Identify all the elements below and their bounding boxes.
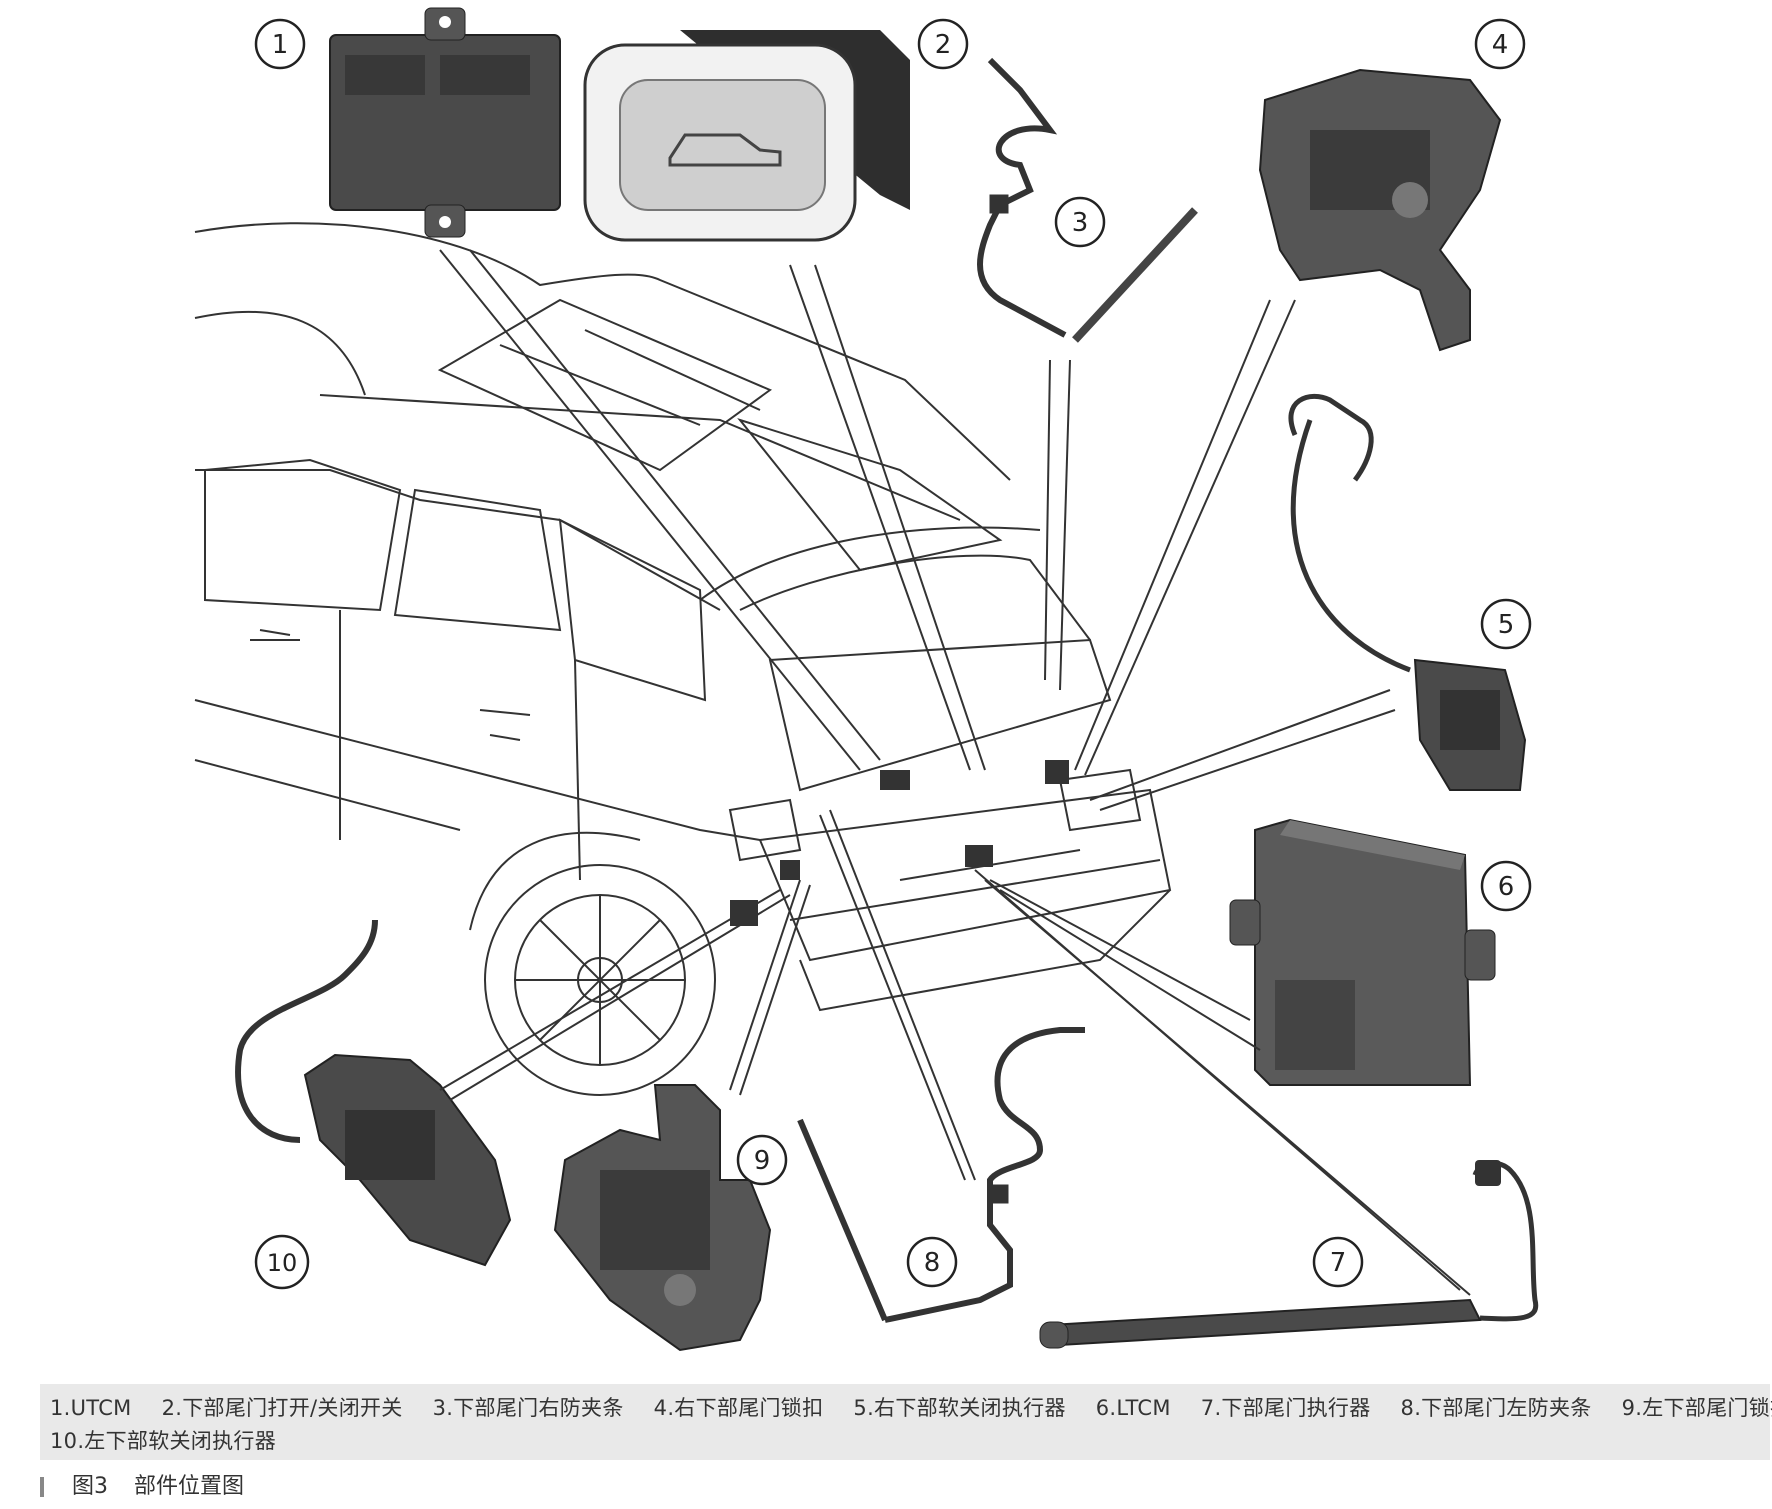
utcm-module-icon bbox=[329, 7, 561, 238]
caption-line-2: 10.左下部软关闭执行器 bbox=[50, 1425, 306, 1455]
callout-9: 9 bbox=[736, 1134, 788, 1186]
right-soft-close-actuator-icon bbox=[1288, 393, 1527, 791]
callout-5: 5 bbox=[1480, 598, 1532, 650]
right-latch-icon bbox=[1258, 68, 1502, 352]
left-latch-icon bbox=[553, 1084, 772, 1352]
right-antitrap-strip-icon bbox=[977, 57, 1198, 343]
left-antitrap-strip-icon bbox=[797, 1027, 1085, 1323]
caption-bar: 1.UTCM 2.下部尾门打开/关闭开关 3.下部尾门右防夹条 4.右下部尾门锁扣 5.… bbox=[40, 1384, 1772, 1460]
callout-4-label: 4 bbox=[1492, 30, 1509, 60]
figure-label: 图3 bbox=[72, 1474, 108, 1499]
caption-item-7: 7.下部尾门执行器 bbox=[1200, 1396, 1371, 1420]
callout-3-label: 3 bbox=[1072, 208, 1089, 238]
callout-6: 6 bbox=[1480, 860, 1532, 912]
caption-item-10: 10.左下部软关闭执行器 bbox=[50, 1429, 276, 1453]
component-location-diagram: 1 2 3 4 5 6 7 8 9 10 bbox=[194, 7, 1539, 1352]
callout-8: 8 bbox=[906, 1236, 958, 1288]
callout-10-label: 10 bbox=[267, 1249, 298, 1277]
figure-title-text: 部件位置图 bbox=[134, 1474, 245, 1499]
caption-item-8: 8.下部尾门左防夹条 bbox=[1400, 1396, 1592, 1420]
callout-9-label: 9 bbox=[754, 1146, 771, 1176]
caption-item-4: 4.右下部尾门锁扣 bbox=[653, 1396, 824, 1420]
vehicle-component-marks bbox=[730, 760, 1069, 926]
callout-10: 10 bbox=[254, 1234, 310, 1290]
caption-item-1: 1.UTCM bbox=[50, 1396, 132, 1420]
callout-5-label: 5 bbox=[1498, 610, 1515, 640]
caption-line-1: 1.UTCM 2.下部尾门打开/关闭开关 3.下部尾门右防夹条 4.右下部尾门锁扣 5.… bbox=[50, 1392, 1772, 1422]
callout-2: 2 bbox=[917, 18, 969, 70]
tailgate-switch-icon bbox=[583, 30, 910, 242]
callout-3: 3 bbox=[1054, 196, 1106, 248]
caption-item-5: 5.右下部软关闭执行器 bbox=[853, 1396, 1066, 1420]
figure-title: 图3 部件位置图 bbox=[40, 1468, 244, 1500]
ltcm-module-icon bbox=[1229, 818, 1496, 1086]
callout-7-label: 7 bbox=[1330, 1248, 1347, 1278]
caption-item-9: 9.左下部尾门锁扣 bbox=[1621, 1396, 1772, 1420]
callout-2-label: 2 bbox=[935, 30, 952, 60]
caption-item-3: 3.下部尾门右防夹条 bbox=[432, 1396, 624, 1420]
tailgate-actuator-icon bbox=[1039, 1160, 1539, 1349]
callout-1: 1 bbox=[254, 18, 306, 70]
callout-4: 4 bbox=[1474, 18, 1526, 70]
figure-marker bbox=[40, 1477, 44, 1497]
callout-7: 7 bbox=[1312, 1236, 1364, 1288]
caption-item-2: 2.下部尾门打开/关闭开关 bbox=[161, 1396, 403, 1420]
vehicle-outline bbox=[194, 222, 1172, 1096]
callout-6-label: 6 bbox=[1498, 872, 1515, 902]
caption-item-6: 6.LTCM bbox=[1095, 1396, 1171, 1420]
leader-lines bbox=[439, 249, 1471, 1296]
callout-1-label: 1 bbox=[272, 30, 289, 60]
left-soft-close-actuator-icon bbox=[235, 919, 512, 1267]
callout-8-label: 8 bbox=[924, 1248, 941, 1278]
